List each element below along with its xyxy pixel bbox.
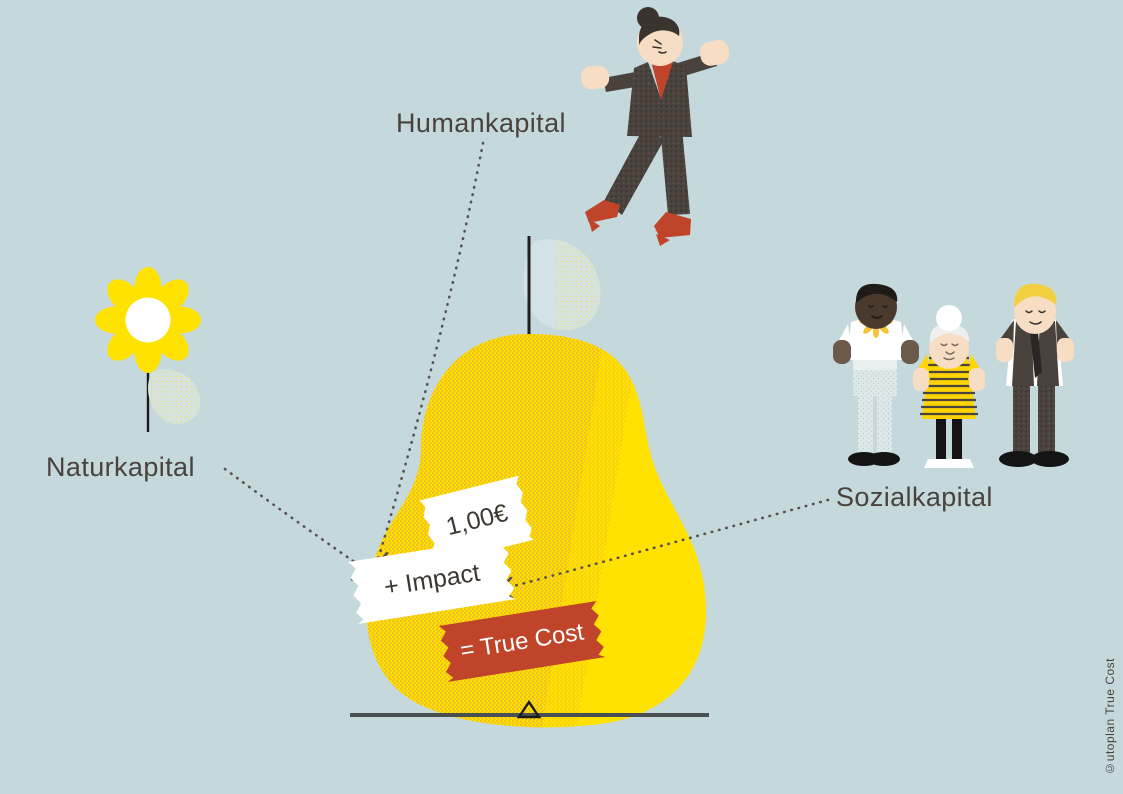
pear-leaf-icon <box>523 239 601 331</box>
copyright-credit: ©utoplan True Cost <box>1103 658 1117 776</box>
flower-center <box>125 297 171 343</box>
flower-illustration <box>95 267 201 432</box>
tag-base-price-text: 1,00€ <box>443 498 511 541</box>
connector-humankapital <box>374 141 485 568</box>
label-humankapital: Humankapital <box>396 108 566 138</box>
person-tshirt-illustration <box>833 283 919 466</box>
balance-scale <box>350 699 709 719</box>
jumping-businesswoman-illustration <box>580 7 730 246</box>
connector-naturkapital <box>223 467 368 572</box>
tag-impact-text: + Impact <box>382 558 482 602</box>
label-sozialkapital: Sozialkapital <box>836 482 993 512</box>
elderly-woman-illustration <box>913 305 985 468</box>
connector-sozialkapital <box>504 498 830 590</box>
label-naturkapital: Naturkapital <box>46 452 195 482</box>
three-people-illustration <box>833 283 1074 468</box>
tag-true-cost-text: = True Cost <box>458 617 586 665</box>
man-in-suit-illustration <box>996 283 1074 467</box>
